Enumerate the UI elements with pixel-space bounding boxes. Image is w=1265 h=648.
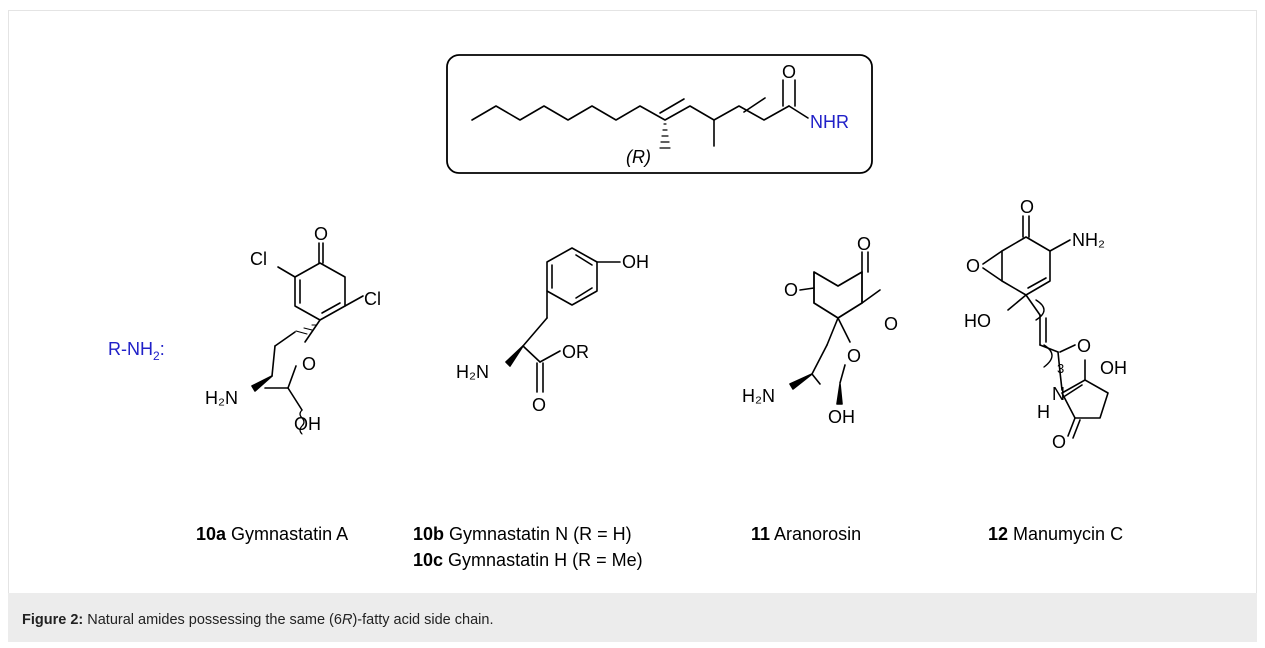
label-10c: 10c Gymnastatin H (R = Me) (413, 550, 643, 570)
chlorine-atom: Cl (250, 249, 267, 269)
carbonyl-oxygen: O (532, 395, 546, 415)
caption-label: Figure 2: (22, 612, 84, 628)
ring-carbonyl-oxygen: O (1052, 432, 1066, 452)
amide-nhr: NHR (810, 112, 849, 132)
chlorine-atom: Cl (364, 289, 381, 309)
ring-oxygen: O (847, 346, 861, 366)
amide-nitrogen: N (1052, 384, 1065, 404)
compound-labels: 10a Gymnastatin A 10b Gymnastatin N (R =… (196, 524, 1123, 570)
keto-oxygen: O (857, 234, 871, 254)
gymnastatin-a-structure: Cl O Cl O H₂N OH (205, 224, 381, 435)
caption-italic: R (341, 612, 353, 628)
amine-group: H₂N (205, 388, 238, 408)
figure-frame (8, 10, 1257, 642)
amide-oxygen: O (782, 62, 796, 82)
hydroxyl-group: OH (294, 414, 321, 434)
label-12: 12 Manumycin C (988, 524, 1123, 544)
ester-group: OR (562, 342, 589, 362)
repeat-count: 3 (1057, 361, 1064, 376)
ring-oxygen: O (302, 354, 316, 374)
label-10a: 10a Gymnastatin A (196, 524, 348, 544)
amine-group: H₂N (456, 362, 489, 382)
amine-group: NH₂ (1072, 230, 1105, 250)
caption-text-after: )-fatty acid side chain. (352, 612, 494, 628)
figure-caption: Figure 2: Natural amides possessing the … (8, 593, 1257, 642)
keto-oxygen: O (314, 224, 328, 244)
gymnastatin-n-structure: OH H₂N OR O (456, 247, 649, 415)
label-10b: 10b Gymnastatin N (R = H) (413, 524, 632, 544)
phenol-hydroxyl: OH (622, 252, 649, 272)
amide-oxygen: O (1077, 336, 1091, 356)
amine-group: H₂N (742, 386, 775, 406)
stereo-label: (R) (626, 147, 651, 167)
label-11: 11 Aranorosin (751, 524, 861, 544)
enol-hydroxyl: OH (1100, 358, 1127, 378)
epoxide-oxygen: O (884, 314, 898, 334)
r-nh2-label: R-NH2: (108, 339, 165, 363)
hydroxyl-group: HO (964, 311, 991, 331)
side-chain-structure: (R) O NHR (446, 54, 873, 174)
epoxide-oxygen: O (784, 280, 798, 300)
epoxide-oxygen: O (966, 256, 980, 276)
hydroxyl-group: OH (828, 407, 855, 427)
amide-hydrogen: H (1037, 402, 1050, 422)
keto-oxygen: O (1020, 197, 1034, 217)
caption-text-before: Natural amides possessing the same (6 (83, 612, 342, 628)
manumycin-c-structure: O NH₂ O HO 3 O N H OH O (964, 197, 1127, 452)
aranorosin-structure: O O O O H₂N OH (742, 234, 898, 427)
